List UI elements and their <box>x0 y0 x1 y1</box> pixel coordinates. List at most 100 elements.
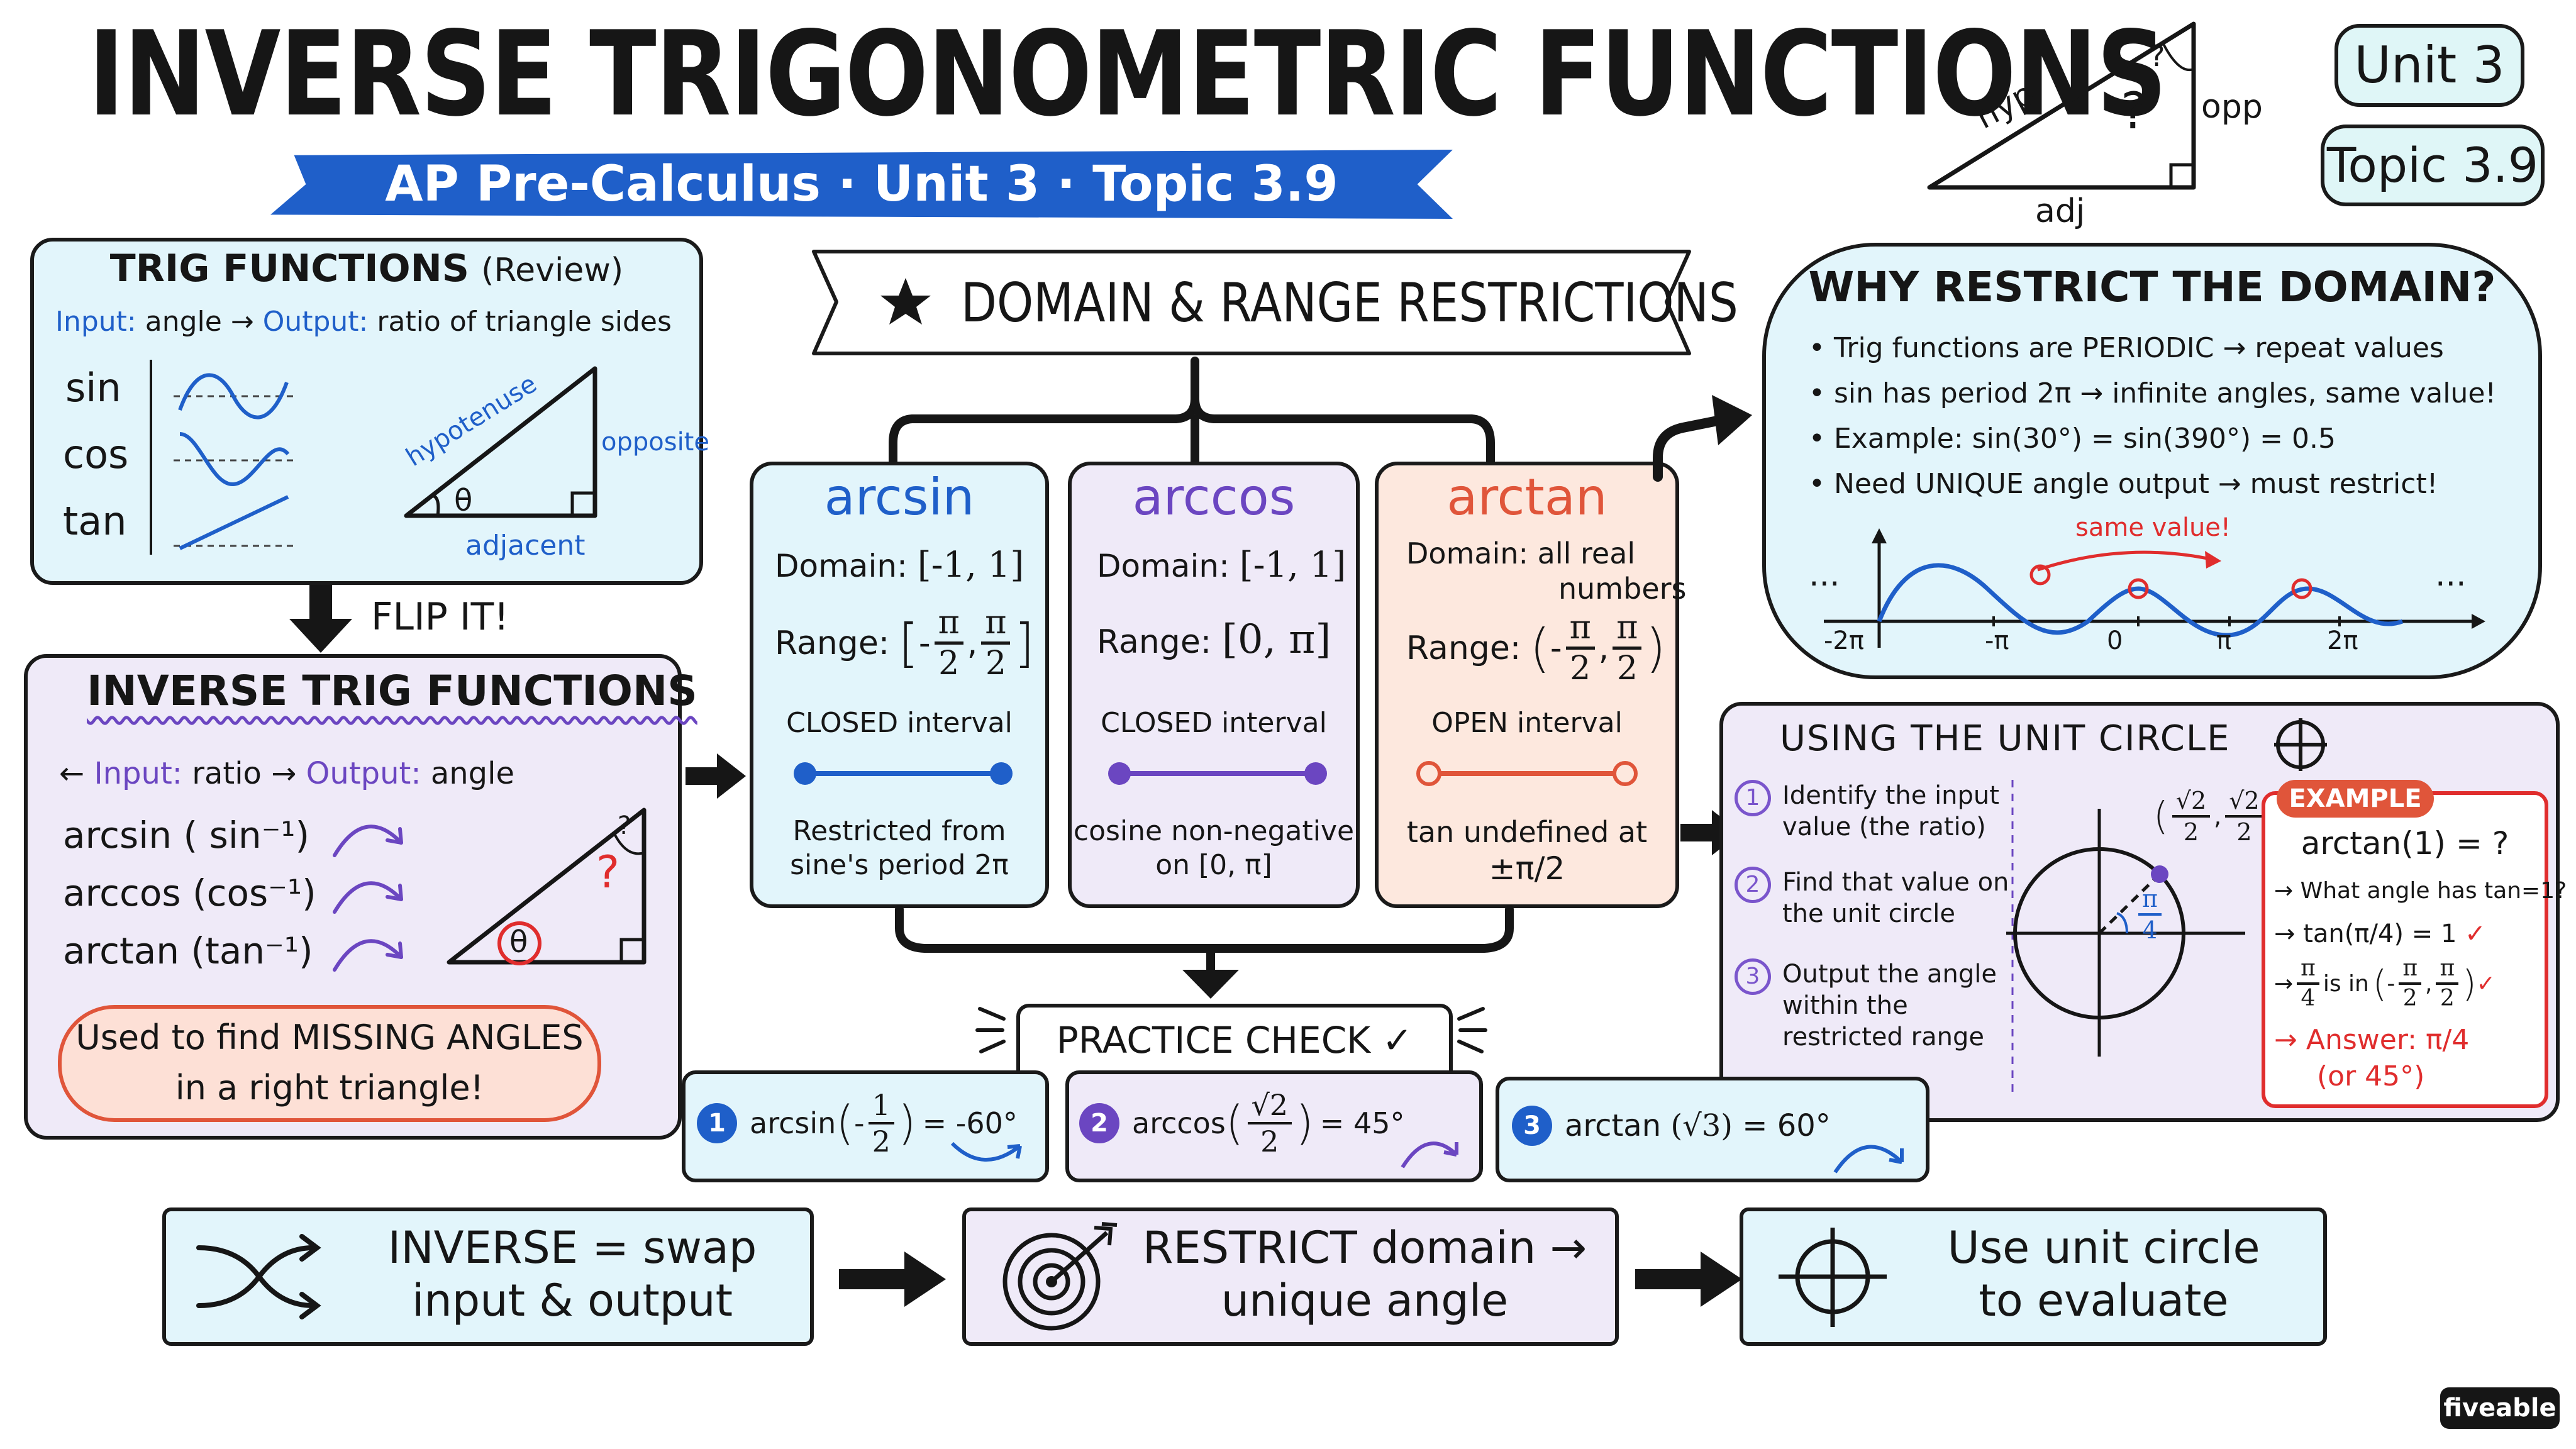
why-tick-2pi: 2π <box>2327 626 2358 655</box>
why-bullet: • sin has period 2π → infinite angles, s… <box>1809 377 2497 409</box>
arccos-card <box>1068 462 1360 908</box>
topic-badge: Topic 3.9 <box>2321 125 2545 206</box>
header-adj-label: adj <box>2035 192 2085 230</box>
header-opp-label: opp <box>2201 88 2263 126</box>
why-sine-graph <box>1824 528 2485 648</box>
why-title: WHY RESTRICT THE DOMAIN? <box>1808 263 2496 311</box>
arcsin-note-2: sine's period 2π <box>790 849 1009 881</box>
arctan-interval: OPEN interval <box>1431 707 1623 739</box>
example-answer: → Answer: π/4 <box>2274 1024 2470 1056</box>
inverse-item-arctan: arctan (tan⁻¹) <box>63 930 313 972</box>
inverse-title: INVERSE TRIG FUNCTIONS <box>87 667 697 715</box>
arccos-note-2: on [0, π] <box>1155 849 1272 881</box>
practice-1-arrow-icon <box>950 1141 1022 1162</box>
arcsin-card <box>750 462 1049 908</box>
crosshair-icon <box>1779 1228 1887 1327</box>
inverse-q-large: ? <box>596 847 620 898</box>
example-label: EXAMPLE <box>2277 780 2434 818</box>
why-ellipsis-left: ... <box>1809 556 1840 594</box>
subtitle-ribbon <box>270 150 1453 219</box>
summary-arrow-2 <box>1635 1252 1742 1307</box>
arccos-range: Range: [0, π] <box>1097 616 1331 663</box>
trig-review-triangle <box>404 366 597 518</box>
flip-arrow <box>289 585 352 653</box>
inverse-item-arcsin: arcsin ( sin⁻¹) <box>63 814 310 857</box>
arccos-interval-line <box>1108 762 1327 785</box>
same-value-label: same value! <box>2075 513 2231 542</box>
arccos-domain: Domain: [-1, 1] <box>1097 545 1346 586</box>
inverse-q-small: ? <box>618 811 631 840</box>
summary-arrow-1 <box>839 1252 946 1307</box>
trig-theta-label: θ <box>454 483 473 518</box>
practice-item-3-content: 3 arctan (√3) = 60° <box>1512 1106 1831 1146</box>
unit-badge: Unit 3 <box>2334 24 2524 107</box>
inverse-item-arccos: arccos (cos⁻¹) <box>63 872 316 914</box>
uc-divider <box>2011 780 2014 1094</box>
unit-circle-diagram <box>2006 809 2245 1057</box>
trig-opposite-label: opposite <box>601 428 709 457</box>
example-question: arctan(1) = ? <box>2301 825 2509 862</box>
why-bullet: • Trig functions are PERIODIC → repeat v… <box>1809 332 2444 364</box>
arctan-note-1: tan undefined at <box>1406 815 1648 849</box>
arccos-interval: CLOSED interval <box>1101 707 1327 739</box>
trig-tan-label: tan <box>63 498 127 544</box>
arcsin-interval: CLOSED interval <box>786 707 1013 739</box>
unit-circle-title: USING THE UNIT CIRCLE <box>1780 718 2231 759</box>
why-bullet: • Need UNIQUE angle output → must restri… <box>1809 468 2438 500</box>
shuffle-icon <box>196 1234 321 1319</box>
why-ellipsis-right: ... <box>2435 556 2467 594</box>
banner-shape <box>812 250 1691 355</box>
missing-angles-line2: in a right triangle! <box>175 1068 484 1108</box>
banner-bracket <box>889 357 1495 466</box>
practice-item-3 <box>1496 1077 1929 1182</box>
arctan-note-2: ±π/2 <box>1489 850 1565 887</box>
missing-angles-line1: Used to find MISSING ANGLES <box>75 1018 584 1057</box>
practice-3-arrow-icon <box>1833 1145 1904 1174</box>
why-tick-pi: π <box>2216 626 2232 655</box>
inverse-curl-arrows <box>333 824 403 972</box>
arrow-to-cards <box>686 753 746 799</box>
uc-point-label: ( √22 , √22 ) <box>2153 789 2282 844</box>
subtitle: AP Pre-Calculus · Unit 3 · Topic 3.9 <box>385 156 1338 213</box>
trig-review-io: Input: angle → Output: ratio of triangle… <box>55 306 672 338</box>
trig-mini-graphs <box>150 360 293 555</box>
why-bullet: • Example: sin(30°) = sin(390°) = 0.5 <box>1809 423 2336 455</box>
practice-2-arrow-icon <box>1401 1141 1458 1169</box>
cards-bracket <box>895 905 1514 999</box>
inverse-triangle <box>447 808 647 965</box>
arcsin-title: arcsin <box>824 468 975 526</box>
arcsin-domain: Domain: [-1, 1] <box>775 545 1024 586</box>
target-icon <box>1002 1222 1118 1331</box>
practice-item-2 <box>1065 1070 1483 1182</box>
trig-review-panel <box>30 238 703 585</box>
arctan-card <box>1375 462 1679 908</box>
arctan-domain: Domain: all real numbers <box>1406 536 1687 606</box>
why-cloud <box>1762 243 2542 679</box>
example-line-1: → What angle has tan=1? <box>2274 878 2567 904</box>
summary-box-1 <box>162 1208 814 1346</box>
arrow-to-why <box>1653 395 1752 482</box>
arcsin-note-1: Restricted from <box>792 815 1006 847</box>
why-bullets: • Trig functions are PERIODIC → repeat v… <box>1809 326 2496 507</box>
trig-adjacent-label: adjacent <box>465 530 586 562</box>
arccos-title: arccos <box>1132 468 1296 526</box>
arccos-note-1: cosine non-negative <box>1073 815 1355 847</box>
missing-angles-cloud <box>58 1005 601 1122</box>
summary-2-text: RESTRICT domain →unique angle <box>1142 1222 1587 1326</box>
why-tick-zero: 0 <box>2107 626 2123 655</box>
banner-title: DOMAIN & RANGE RESTRICTIONS <box>961 272 1738 335</box>
trig-cos-label: cos <box>63 431 129 477</box>
fiveable-logo: fiveable <box>2440 1387 2560 1429</box>
example-answer-deg: (or 45°) <box>2317 1060 2425 1092</box>
flip-label: FLIP IT! <box>371 595 509 639</box>
arctan-interval-line <box>1416 761 1638 786</box>
